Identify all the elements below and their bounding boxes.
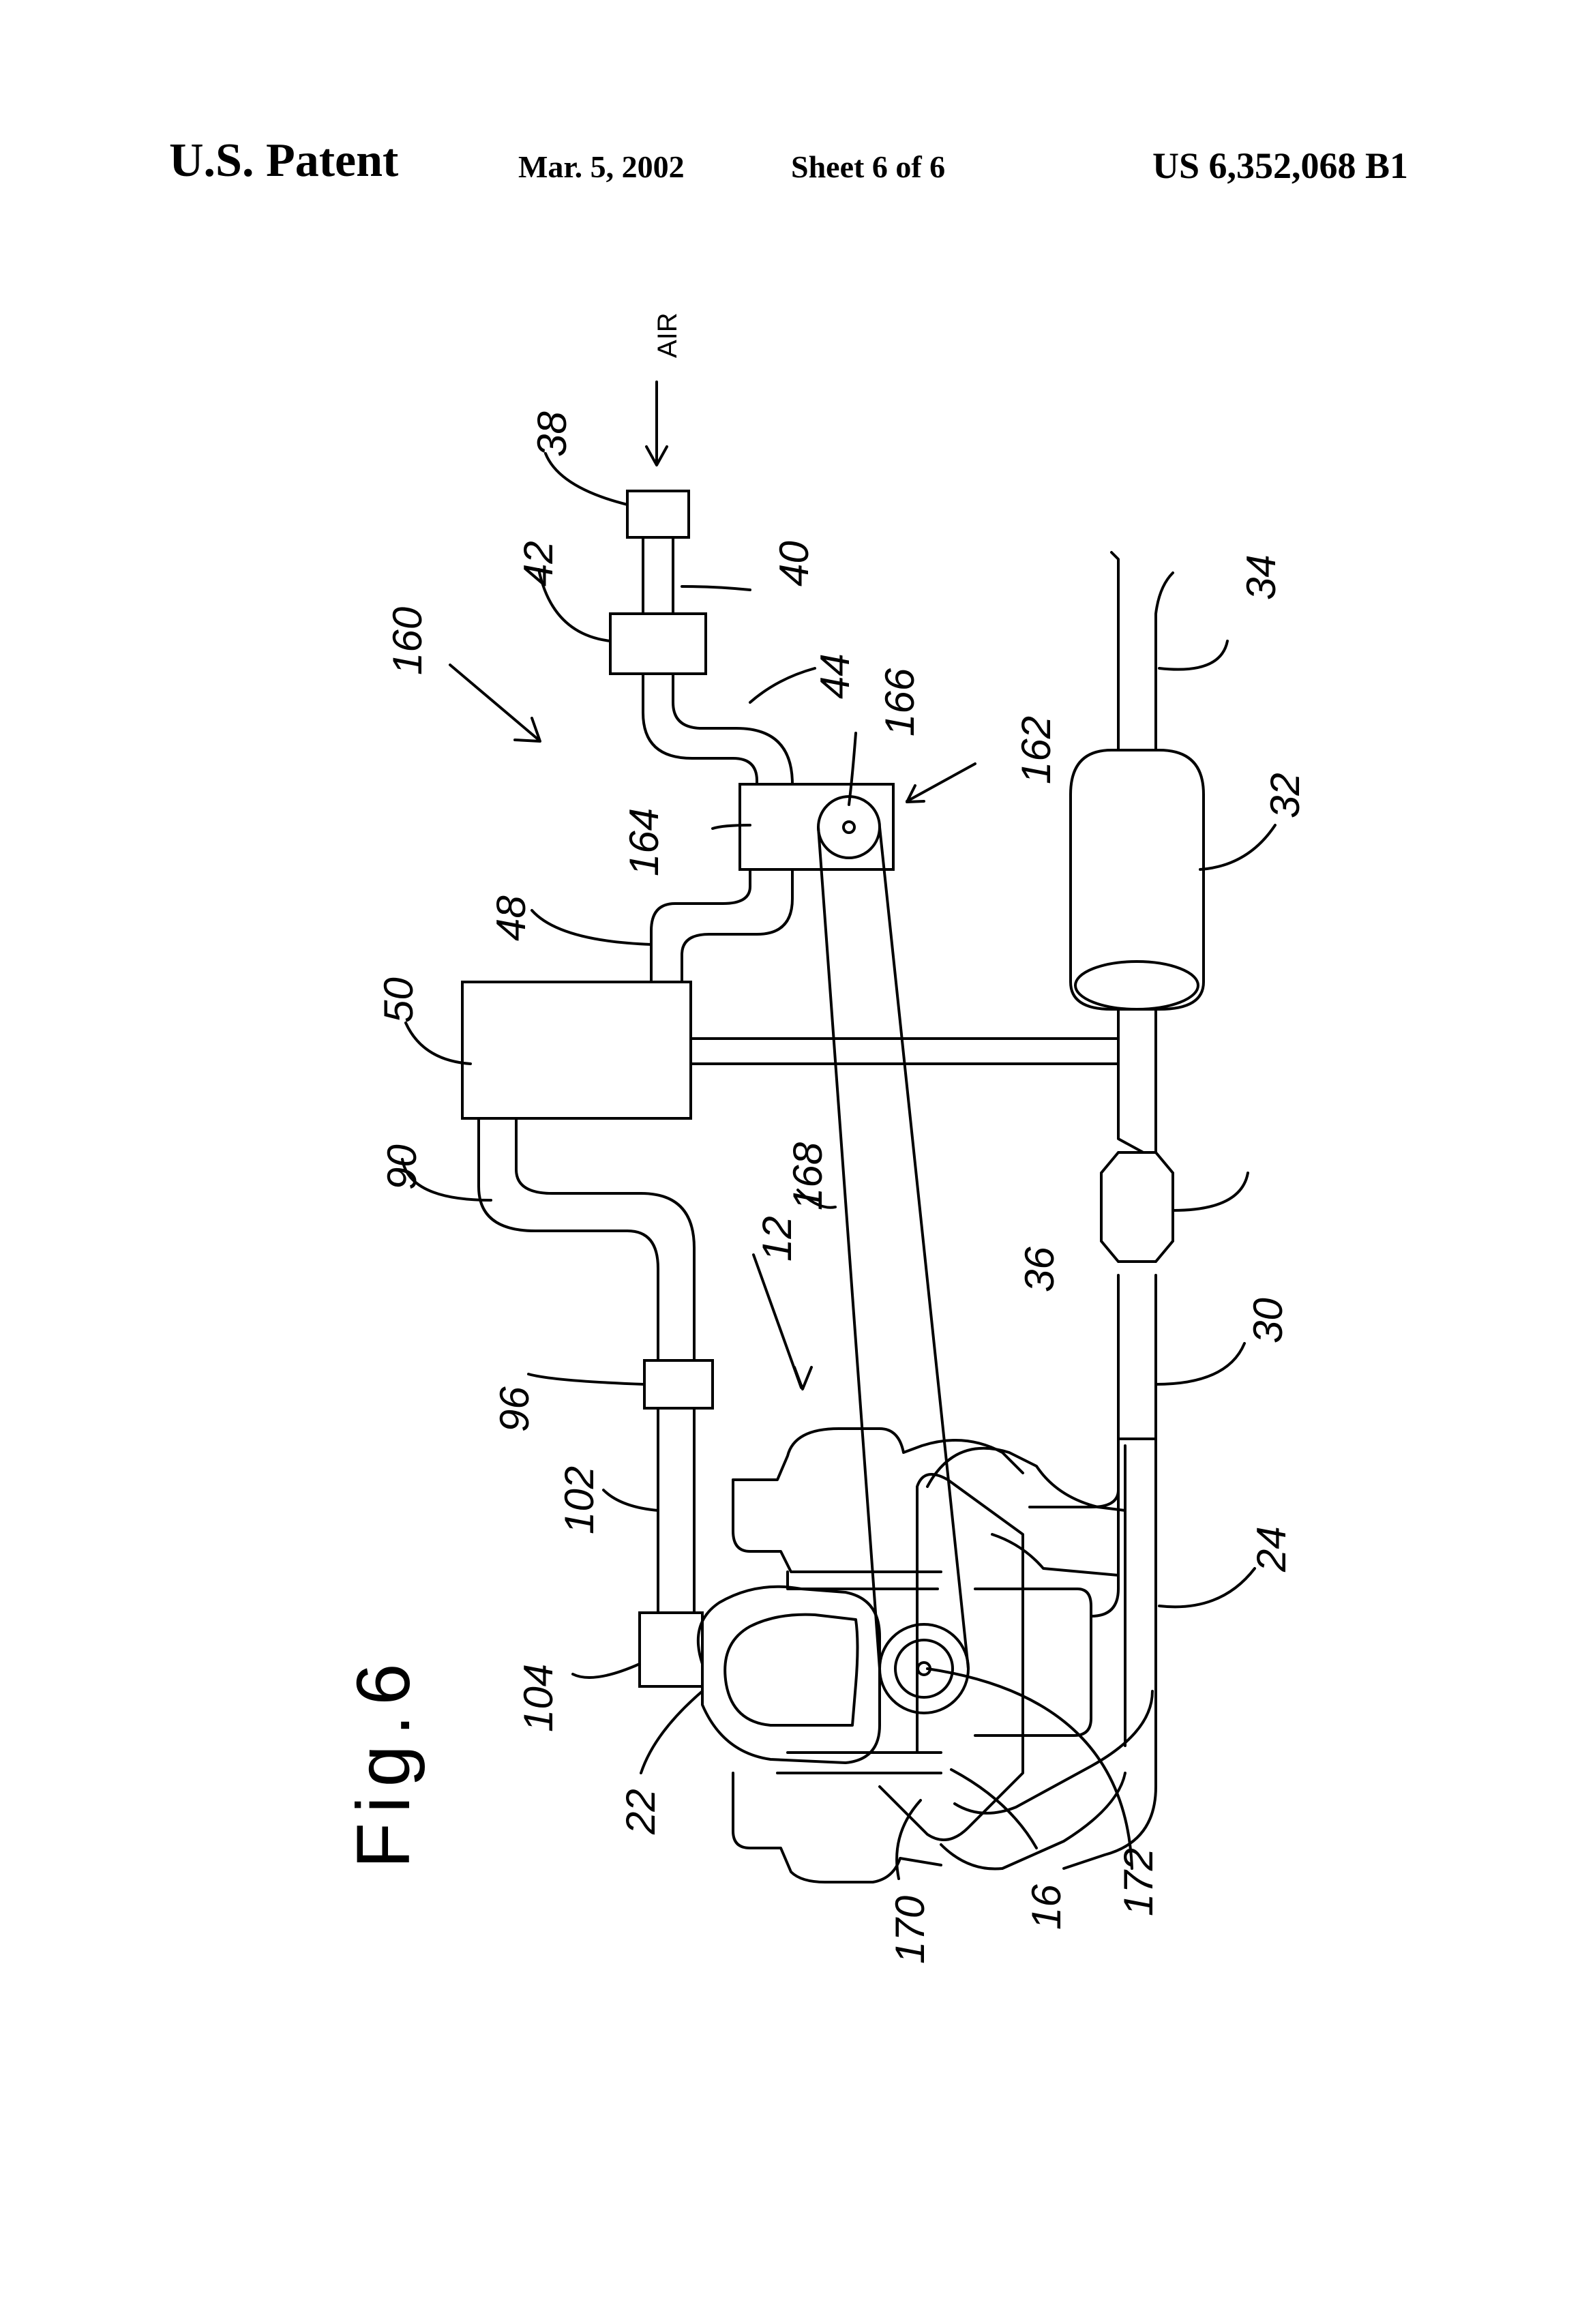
component-50 [462, 982, 691, 1118]
label-40: 40 [771, 541, 817, 586]
label-34: 34 [1238, 554, 1284, 600]
label-42: 42 [516, 541, 561, 586]
label-162: 162 [1013, 716, 1059, 784]
air-inlet-arrow [646, 382, 667, 465]
label-44: 44 [812, 653, 858, 699]
label-172: 172 [1116, 1848, 1161, 1916]
label-36: 36 [1017, 1247, 1062, 1292]
label-102: 102 [556, 1466, 602, 1534]
label-22: 22 [618, 1789, 663, 1835]
component-96 [644, 1360, 713, 1408]
pipe-102 [658, 1408, 694, 1613]
label-164: 164 [621, 808, 667, 876]
label-50: 50 [376, 977, 421, 1023]
label-12: 12 [754, 1216, 800, 1262]
label-160: 160 [385, 607, 430, 675]
tailpipe-34 [1111, 552, 1173, 750]
duct-40 [643, 537, 673, 614]
label-30: 30 [1245, 1298, 1291, 1343]
air-label: AIR [653, 312, 683, 358]
engine-lower-bank [733, 1773, 941, 1882]
label-166: 166 [877, 668, 923, 736]
component-104 [640, 1613, 702, 1686]
figure-title: Fig.6 [342, 1654, 426, 1868]
label-90: 90 [379, 1144, 425, 1190]
crank-pulley-inner [895, 1640, 953, 1697]
label-170: 170 [887, 1896, 933, 1964]
label-16: 16 [1024, 1884, 1069, 1930]
air-filter-38 [627, 491, 689, 537]
exhaust-pipe-30 [1030, 992, 1156, 1868]
label-24: 24 [1249, 1526, 1294, 1573]
duct-44 [643, 674, 792, 784]
catalytic-converter-36 [1101, 1152, 1173, 1262]
pipe-24 [1091, 1439, 1156, 1746]
component-42 [610, 614, 706, 674]
crank-pulley-170 [880, 1624, 968, 1713]
pipe-90 [479, 1118, 694, 1360]
engine-upper-bank [733, 1429, 1023, 1480]
label-96: 96 [492, 1386, 537, 1432]
belt-168 [818, 827, 968, 1669]
label-32: 32 [1262, 773, 1308, 818]
duct-48 [651, 869, 792, 985]
engine-12 [698, 1429, 1152, 1882]
label-104: 104 [516, 1664, 561, 1732]
label-48: 48 [488, 895, 534, 941]
compressor-164 [740, 784, 893, 869]
label-168: 168 [785, 1142, 831, 1210]
label-38: 38 [529, 411, 575, 457]
